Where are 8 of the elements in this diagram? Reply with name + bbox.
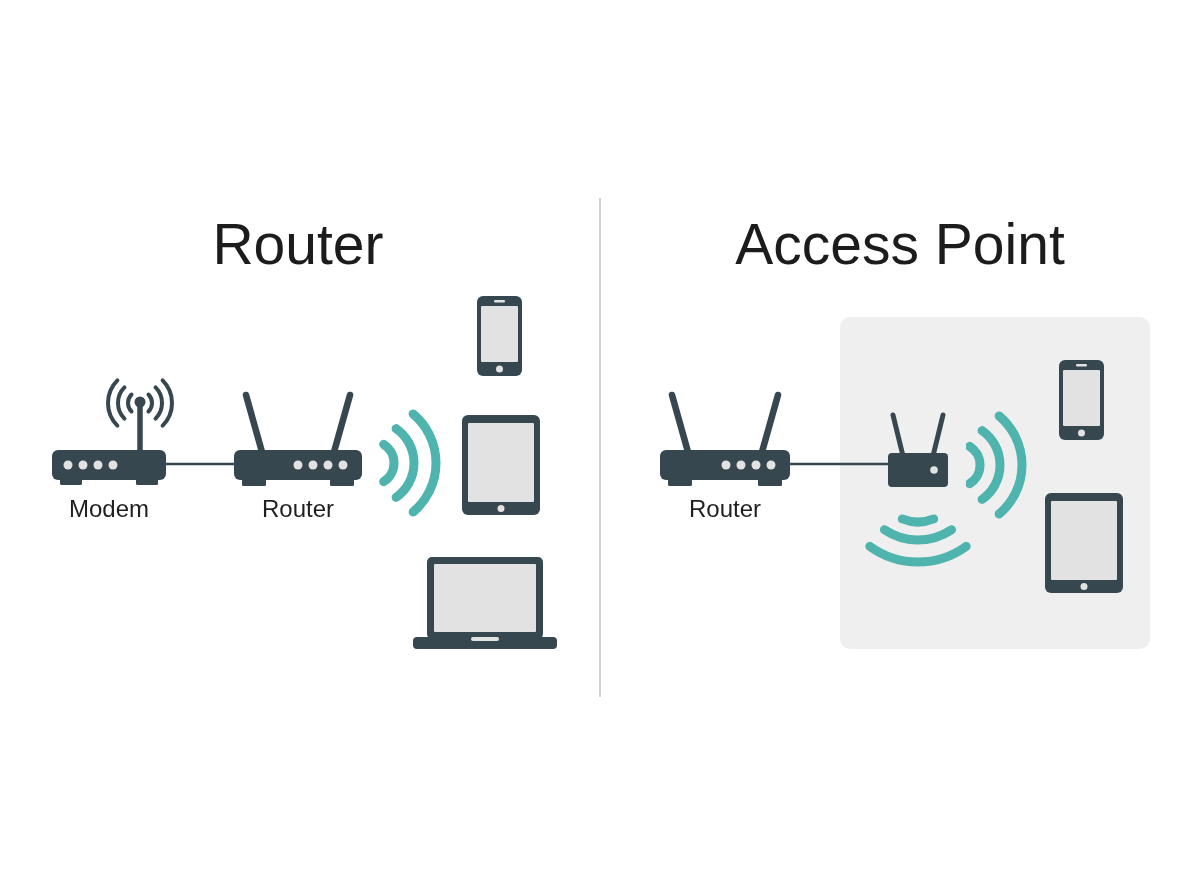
section-heading: Router <box>212 216 384 273</box>
device-label: Router <box>688 495 761 524</box>
connection-line <box>790 462 888 466</box>
device-label: Modem <box>69 495 149 524</box>
shaded-panel <box>840 317 1150 649</box>
section-heading: Access Point <box>735 216 1065 273</box>
connection-line <box>166 462 234 466</box>
device-label: Router <box>261 495 334 524</box>
